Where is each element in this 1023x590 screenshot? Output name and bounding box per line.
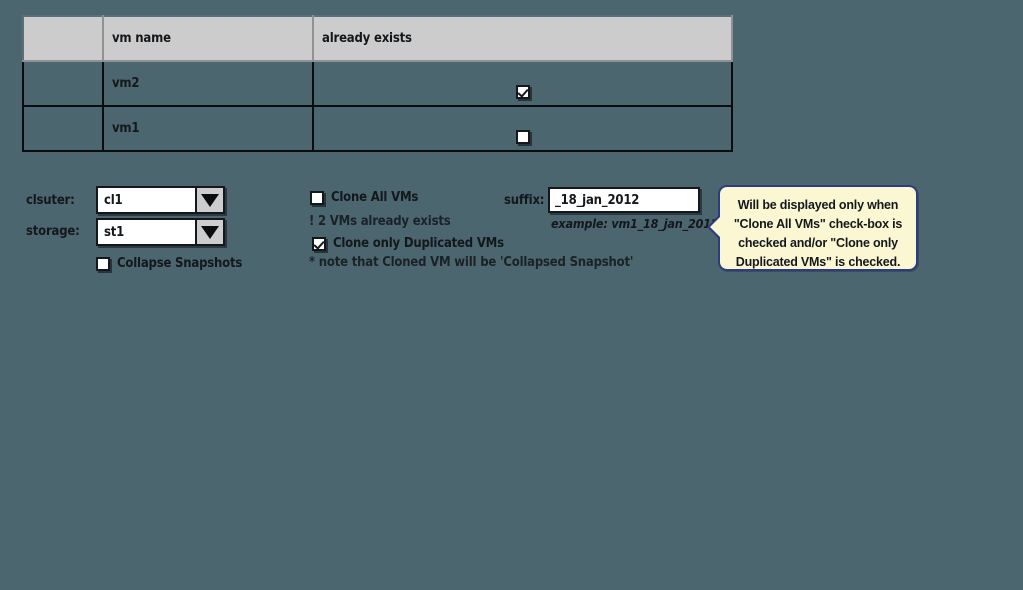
clone-all-vms-row[interactable]: Clone All VMs <box>310 190 418 205</box>
vm-table-header: vm name already exists <box>22 15 733 62</box>
column-header-already-exists: already exists <box>312 15 733 62</box>
callout-text: Will be displayed only when "Clone All V… <box>733 198 903 269</box>
chevron-down-icon[interactable] <box>195 220 223 244</box>
suffix-example-note: example: vm1_18_jan_2012 <box>551 216 719 231</box>
column-header-select <box>22 15 104 62</box>
collapse-snapshots-checkbox[interactable] <box>96 256 110 271</box>
cluster-label: clsuter: <box>26 193 75 208</box>
row-select-cell[interactable] <box>22 105 104 152</box>
already-exists-warning: ! 2 VMs already exists <box>309 214 451 229</box>
collapsed-snapshot-note: * note that Cloned VM will be 'Collapsed… <box>309 255 634 270</box>
cluster-dropdown-value: cl1 <box>98 188 195 212</box>
row-vm-name: vm2 <box>102 60 314 107</box>
suffix-label: suffix: <box>504 193 545 208</box>
row-already-exists-cell <box>312 60 733 107</box>
table-header-row: vm name already exists <box>22 15 733 62</box>
chevron-down-icon[interactable] <box>195 188 223 212</box>
storage-label: storage: <box>26 224 80 239</box>
row-already-exists-checkbox[interactable] <box>515 129 530 144</box>
suffix-input[interactable]: _18_jan_2012 <box>548 187 700 213</box>
suffix-callout: Will be displayed only when "Clone All V… <box>707 185 918 271</box>
table-row[interactable]: vm2 <box>22 60 733 107</box>
cluster-dropdown[interactable]: cl1 <box>96 186 225 214</box>
clone-only-duplicated-row[interactable]: Clone only Duplicated VMs <box>312 236 504 251</box>
clone-only-duplicated-label: Clone only Duplicated VMs <box>333 236 504 251</box>
row-vm-name: vm1 <box>102 105 314 152</box>
clone-all-vms-label: Clone All VMs <box>331 190 419 205</box>
storage-dropdown-value: st1 <box>98 220 195 244</box>
collapse-snapshots-row[interactable]: Collapse Snapshots <box>96 256 242 271</box>
row-select-cell[interactable] <box>22 60 104 107</box>
column-header-vm-name: vm name <box>102 15 314 62</box>
row-already-exists-checkbox[interactable] <box>515 84 530 99</box>
collapse-snapshots-label: Collapse Snapshots <box>117 256 243 271</box>
clone-only-duplicated-checkbox[interactable] <box>312 236 326 251</box>
vm-table: vm name already exists vm2 vm1 <box>22 15 733 152</box>
storage-dropdown[interactable]: st1 <box>96 218 225 246</box>
clone-all-vms-checkbox[interactable] <box>310 190 324 205</box>
callout-tail-fill-icon <box>710 217 720 237</box>
row-already-exists-cell <box>312 105 733 152</box>
table-row[interactable]: vm1 <box>22 105 733 152</box>
vm-table-body: vm2 vm1 <box>22 60 733 152</box>
